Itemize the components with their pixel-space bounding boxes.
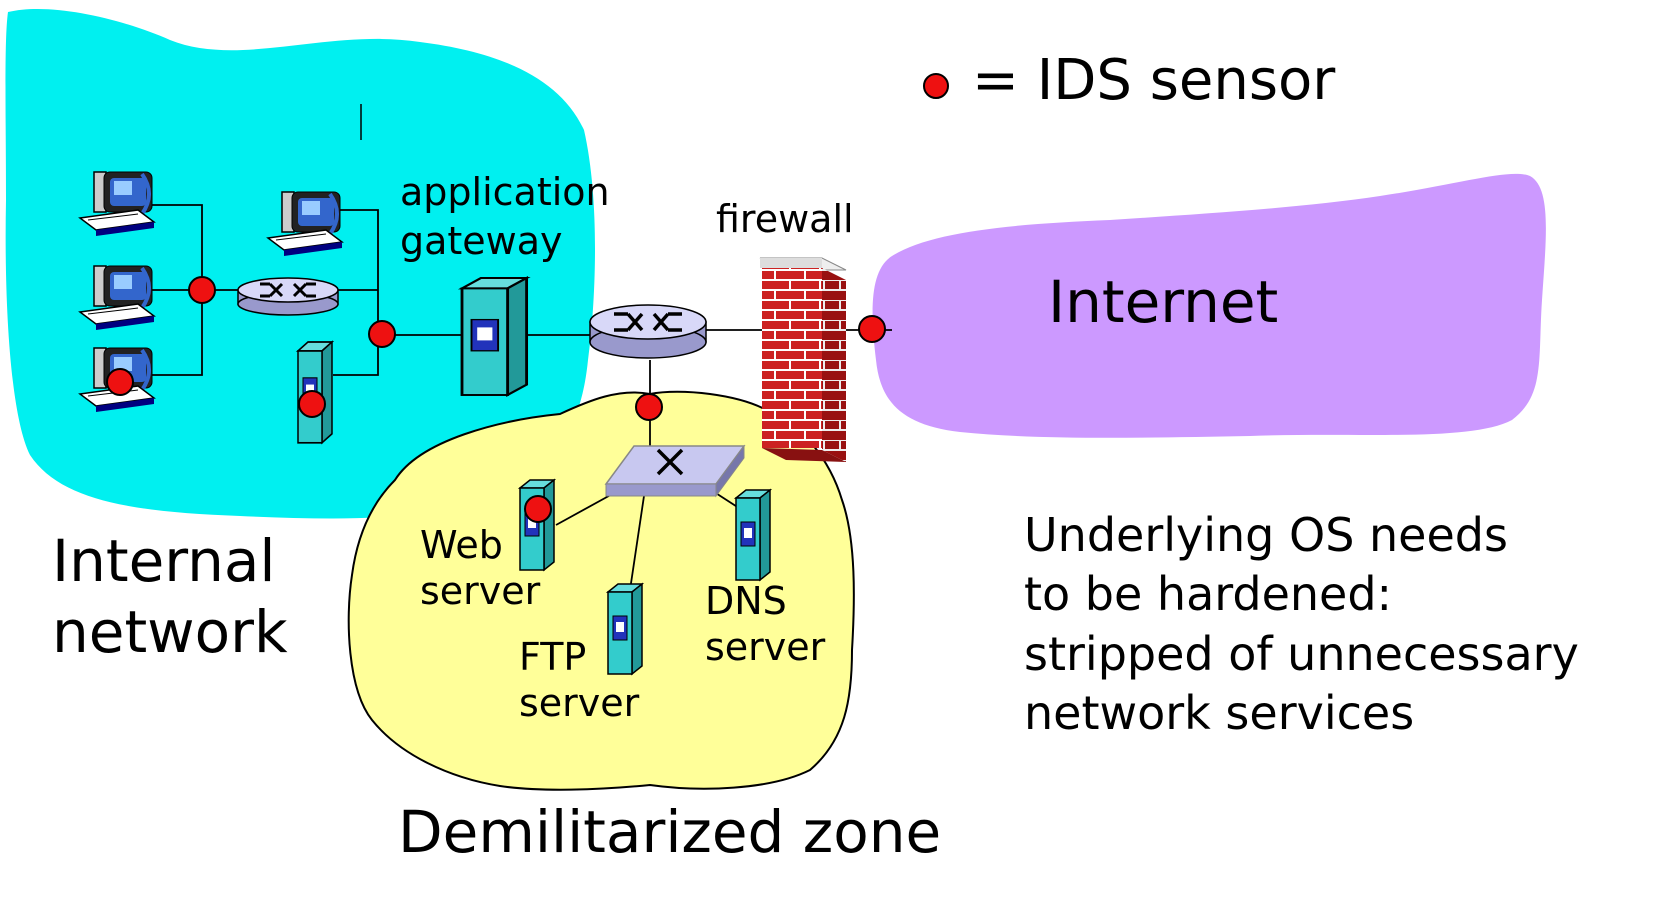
- ids-sensors: [106, 276, 886, 523]
- dns-server-icon: [735, 489, 771, 581]
- internet-cloud: [872, 173, 1546, 438]
- ids-sensor-icon: [524, 495, 552, 523]
- internal-network-cloud: [5, 8, 595, 519]
- ftp-server-label: FTP server: [519, 635, 640, 726]
- dmz-switch-icon: [604, 444, 746, 498]
- ids-sensor-icon: [368, 320, 396, 348]
- internet-label: Internet: [1048, 268, 1279, 336]
- internal-router-icon: [237, 277, 339, 316]
- dmz-label: Demilitarized zone: [398, 798, 942, 866]
- ids-sensor-icon: [298, 390, 326, 418]
- firewall-icon: [759, 257, 847, 462]
- ids-sensor-icon: [106, 368, 134, 396]
- hardening-note: Underlying OS needs to be hardened: stri…: [1024, 508, 1579, 740]
- application-gateway-icon: [460, 276, 529, 397]
- ids-sensor-icon: [858, 315, 886, 343]
- ids-sensor-icon: [188, 276, 216, 304]
- main-router-icon: [589, 304, 707, 359]
- ids-sensor-icon: [635, 393, 663, 421]
- dns-server-label: DNS server: [705, 579, 826, 670]
- legend-sensor-icon: [923, 73, 949, 99]
- legend-text: = IDS sensor: [972, 48, 1336, 113]
- firewall-label: firewall: [716, 197, 854, 241]
- dmz-cloud: [347, 390, 855, 791]
- web-server-label: Web server: [420, 523, 541, 614]
- application-gateway-label: application gateway: [400, 170, 610, 264]
- internal-network-label: Internal network: [52, 527, 288, 666]
